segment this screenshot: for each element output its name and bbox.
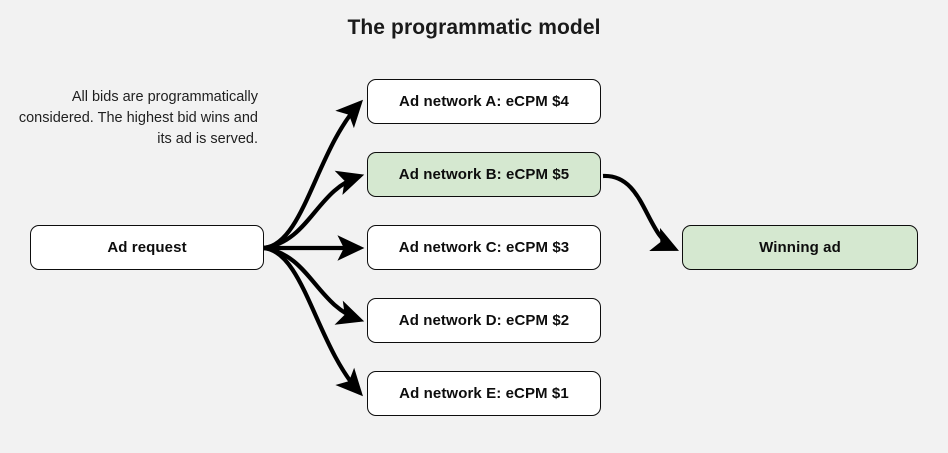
node-ad-network-b-label: Ad network B: eCPM $5	[398, 166, 570, 183]
node-ad-network-c[interactable]: Ad network C: eCPM $3	[367, 225, 601, 270]
node-ad-network-d-label: Ad network D: eCPM $2	[398, 312, 570, 329]
node-ad-network-d[interactable]: Ad network D: eCPM $2	[367, 298, 601, 343]
edge-request-to-network-e	[263, 245, 363, 397]
node-ad-request-label: Ad request	[107, 239, 187, 256]
edge-request-to-network-b	[263, 170, 365, 251]
node-ad-network-a-label: Ad network A: eCPM $4	[399, 93, 569, 110]
edge-network-b-to-winner	[602, 173, 679, 251]
edge-request-to-network-d	[263, 245, 365, 325]
node-winning-ad-label: Winning ad	[759, 239, 841, 256]
edge-request-to-network-a	[263, 99, 364, 251]
node-ad-network-e-label: Ad network E: eCPM $1	[399, 385, 569, 402]
node-winning-ad[interactable]: Winning ad	[682, 225, 918, 270]
node-ad-network-e[interactable]: Ad network E: eCPM $1	[367, 371, 601, 416]
node-ad-network-b[interactable]: Ad network B: eCPM $5	[367, 152, 601, 197]
node-ad-request[interactable]: Ad request	[30, 225, 264, 270]
explanatory-caption: All bids are programmatically considered…	[18, 89, 258, 147]
node-ad-network-c-label: Ad network C: eCPM $3	[398, 239, 570, 256]
page-title: The programmatic model	[347, 16, 601, 39]
node-ad-network-a[interactable]: Ad network A: eCPM $4	[367, 79, 601, 124]
